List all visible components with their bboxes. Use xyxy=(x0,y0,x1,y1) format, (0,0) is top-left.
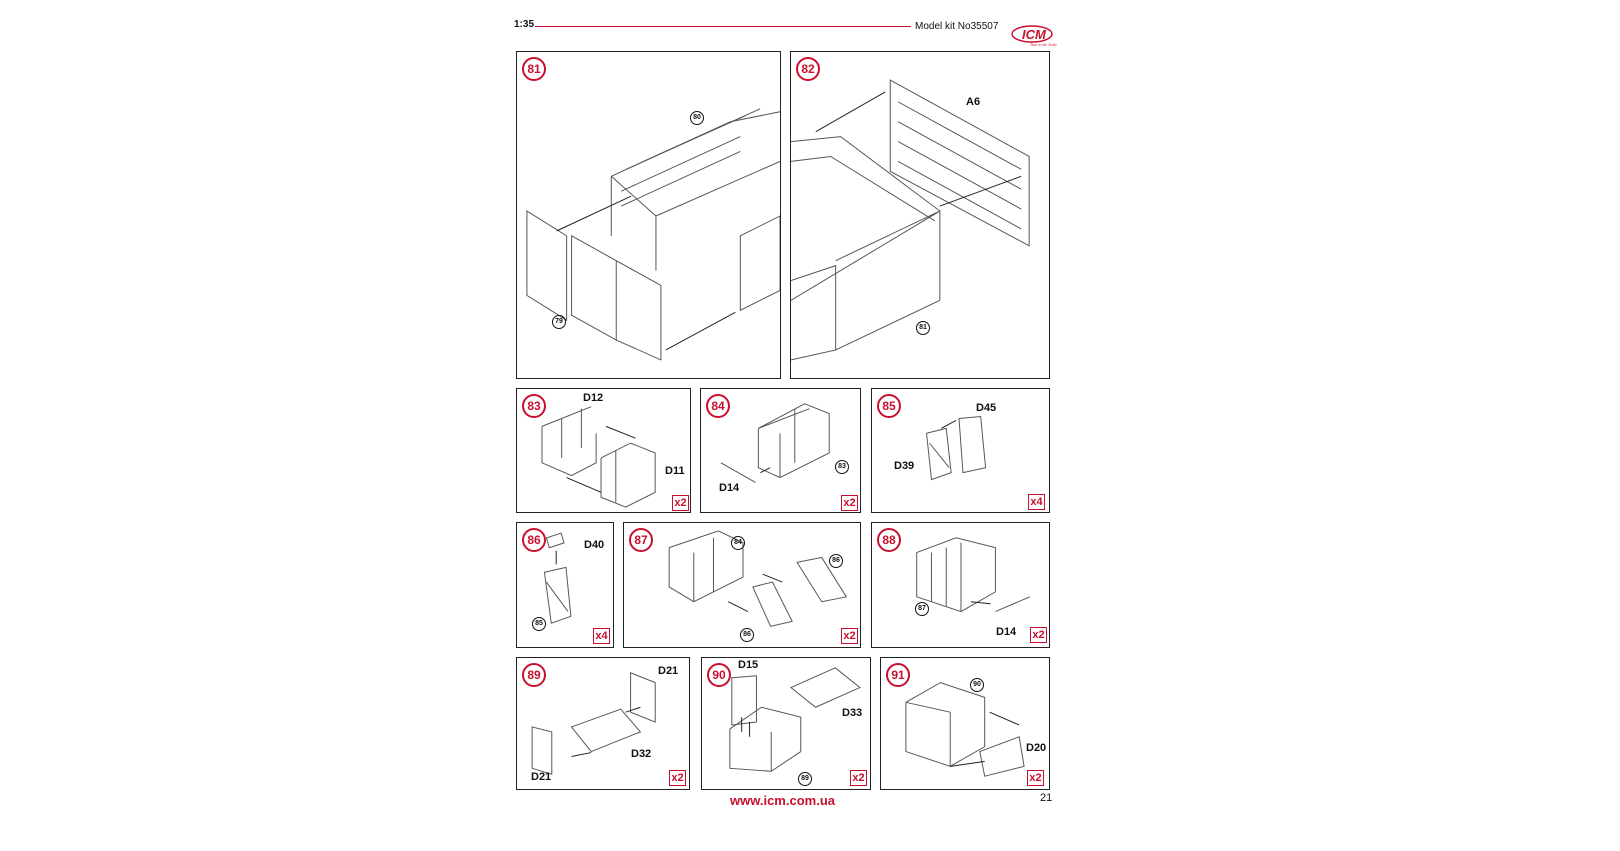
step-number: 91 xyxy=(886,663,910,687)
part-label-d11: D11 xyxy=(665,465,685,477)
step-number: 86 xyxy=(522,528,546,552)
box-sides-illustration xyxy=(531,672,656,775)
ref-step-86: 86 xyxy=(740,628,754,642)
part-label-a6: A6 xyxy=(966,96,981,108)
jerrycan-halves-illustration xyxy=(926,416,987,481)
step-86-panel: 86 D40 85 x4 xyxy=(516,522,614,648)
step-89-panel: 89 D21 D32 D21 x2 xyxy=(516,657,690,790)
part-label-d45: D45 xyxy=(976,402,997,414)
step-88-panel: 88 87 D14 x2 xyxy=(871,522,1050,648)
part-label-d39: D39 xyxy=(894,460,915,472)
part-label-d15: D15 xyxy=(738,659,759,671)
step-number: 89 xyxy=(522,663,546,687)
truck-body-front-panel-illustration xyxy=(791,79,1030,361)
ref-step-81: 81 xyxy=(916,321,930,335)
ref-step-90: 90 xyxy=(970,678,984,692)
part-label-d14: D14 xyxy=(996,626,1017,638)
quantity-multiplier: x2 xyxy=(841,628,858,644)
step-81-panel: 81 80 79 xyxy=(516,51,781,379)
step-91-panel: 91 90 D20 x2 xyxy=(880,657,1050,790)
part-label-d12: D12 xyxy=(583,392,604,404)
jerrycan-handle-illustration xyxy=(543,532,572,624)
quantity-multiplier: x2 xyxy=(669,770,686,786)
box-back-panel-illustration xyxy=(905,682,1025,777)
step-number: 87 xyxy=(629,528,653,552)
ref-step-83: 83 xyxy=(835,460,849,474)
scale-label: 1:35 xyxy=(514,19,535,30)
part-label-d20: D20 xyxy=(1026,742,1047,754)
step-number: 88 xyxy=(877,528,901,552)
step-85-panel: 85 D45 D39 x4 xyxy=(871,388,1050,513)
loaded-rack-rod-illustration xyxy=(916,537,1031,613)
step-number: 81 xyxy=(522,57,546,81)
part-label-d40: D40 xyxy=(584,539,605,551)
step-number: 82 xyxy=(796,57,820,81)
quantity-multiplier: x4 xyxy=(1028,494,1045,510)
step-number: 85 xyxy=(877,394,901,418)
step-84-panel: 84 D14 83 x2 xyxy=(700,388,861,513)
step-number: 83 xyxy=(522,394,546,418)
part-label-d21-top: D21 xyxy=(658,665,679,677)
part-label-d21-bottom: D21 xyxy=(531,771,552,783)
box-assembly-illustration xyxy=(729,667,861,772)
quantity-multiplier: x2 xyxy=(1027,770,1044,786)
quantity-multiplier: x2 xyxy=(850,770,867,786)
step-87-panel: 87 84 86 86 x2 xyxy=(623,522,861,648)
part-label-d32: D32 xyxy=(631,748,652,760)
svg-text:ICM: ICM xyxy=(1022,27,1047,42)
step-82-panel: 82 A6 81 xyxy=(790,51,1050,379)
step-number: 84 xyxy=(706,394,730,418)
quantity-multiplier: x4 xyxy=(593,628,610,644)
step-number: 90 xyxy=(707,663,731,687)
header-rule xyxy=(535,26,911,27)
rack-rod-illustration xyxy=(720,403,830,483)
ref-step-84: 84 xyxy=(731,536,745,550)
step-83-panel: 83 D12 D11 x2 xyxy=(516,388,691,513)
website-link[interactable]: www.icm.com.ua xyxy=(730,793,835,808)
quantity-multiplier: x2 xyxy=(1030,627,1047,643)
ref-step-86: 86 xyxy=(829,554,843,568)
ref-step-87: 87 xyxy=(915,602,929,616)
ref-step-80: 80 xyxy=(690,111,704,125)
ref-step-79: 79 xyxy=(552,315,566,329)
page-number: 21 xyxy=(1040,792,1053,804)
rack-frame-illustration xyxy=(541,406,656,508)
truck-body-side-assembly-illustration xyxy=(526,108,780,361)
model-kit-number: Model kit No35507 xyxy=(915,21,999,32)
quantity-multiplier: x2 xyxy=(841,495,858,511)
rack-with-jerrycans-illustration xyxy=(668,530,848,627)
step-90-panel: 90 D15 D33 89 x2 xyxy=(701,657,871,790)
svg-text:True to the Scale: True to the Scale xyxy=(1030,42,1057,47)
quantity-multiplier: x2 xyxy=(672,495,689,511)
ref-step-89: 89 xyxy=(798,772,812,786)
ref-step-85: 85 xyxy=(532,617,546,631)
part-label-d14: D14 xyxy=(719,482,740,494)
part-label-d33: D33 xyxy=(842,707,863,719)
